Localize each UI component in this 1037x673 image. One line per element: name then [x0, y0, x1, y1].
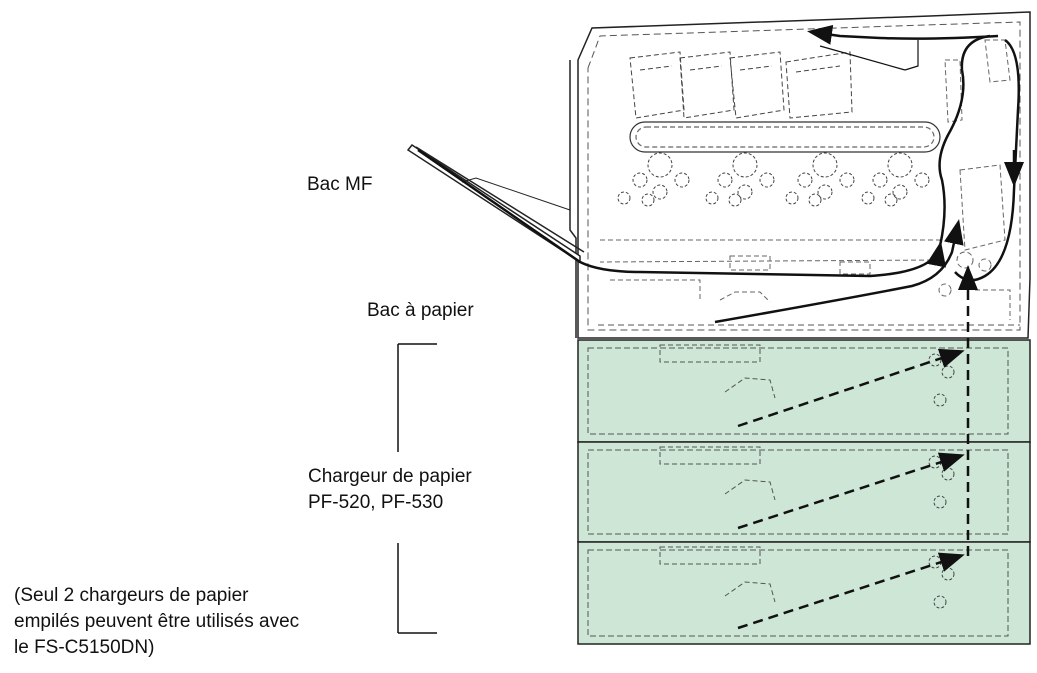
feeder-1-path [737, 348, 965, 428]
drum-rollers [617, 152, 930, 207]
paper-feeder-label-line2: PF-520, PF-530 [308, 492, 444, 513]
transfer-belt [629, 121, 941, 153]
feeder-2-path [737, 452, 965, 530]
paper-feeder-label: Chargeur de papier PF-520, PF-530 [308, 464, 472, 516]
feeder-note-line1: (Seul 2 chargeurs de papier [14, 585, 249, 606]
feeder-note: (Seul 2 chargeurs de papier empilés peuv… [14, 583, 299, 661]
toner-cartridges [629, 51, 853, 119]
internal-mechanics [599, 39, 1011, 320]
printer-body [569, 11, 1031, 339]
paper-path-main [417, 24, 1024, 324]
paper-feeder-3 [577, 541, 1031, 645]
paper-feeder-2 [577, 441, 1031, 543]
paper-feeder-label-line1: Chargeur de papier [308, 466, 472, 487]
registration-path [938, 34, 991, 247]
paper-path-feeders [737, 265, 978, 630]
paper-tray-path [714, 219, 964, 324]
mf-tray-label: Bac MF [307, 174, 373, 195]
paper-feeders [577, 339, 1031, 645]
feeder-3-path [737, 552, 965, 630]
exit-path [807, 24, 999, 45]
feeder-note-line3: le FS-C5150DN) [14, 637, 155, 658]
feeder-bracket [397, 343, 437, 634]
paper-feeder-1 [577, 339, 1031, 443]
paper-tray-label: Bac à papier [367, 300, 474, 321]
mf-tray-path [417, 148, 947, 278]
feeder-note-line2: empilés peuvent être utilisés avec [14, 611, 300, 632]
